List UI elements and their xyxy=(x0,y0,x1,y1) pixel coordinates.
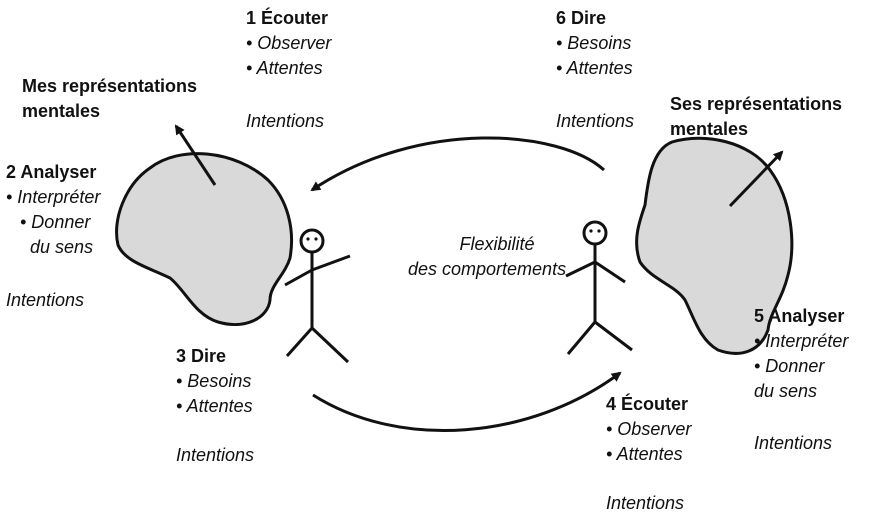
step-2-block: 2 Analyser • Interpréter • Donner du sen… xyxy=(6,160,100,260)
step-3-item-2: • Attentes xyxy=(176,396,253,416)
step-3-block: 3 Dire • Besoins • Attentes xyxy=(176,344,253,419)
right-title: Ses représentations mentales xyxy=(670,92,842,142)
center-label: Flexibilité des comportements xyxy=(408,232,566,282)
step-5-item-2: • Donner xyxy=(754,356,825,376)
left-person-figure xyxy=(284,228,351,364)
left-title: Mes représentations mentales xyxy=(22,74,197,124)
center-line2: des comportements xyxy=(408,259,567,279)
step-6-title: 6 Dire xyxy=(556,8,607,28)
step-1-block: 1 Écouter • Observer • Attentes xyxy=(246,6,331,81)
top-curved-arrow xyxy=(310,136,606,192)
step-5-block: 5 Analyser • Interpréter • Donner du sen… xyxy=(754,304,848,404)
right-head-shape xyxy=(635,136,794,355)
step-6-item-2: • Attentes xyxy=(556,58,633,78)
step-1-intentions: Intentions xyxy=(246,111,325,131)
step-5-intentions: Intentions xyxy=(754,433,833,453)
step-4-item-2: • Attentes xyxy=(606,444,683,464)
step-6-intentions: Intentions xyxy=(556,111,635,131)
step-3-title: 3 Dire xyxy=(176,346,227,366)
right-person-figure xyxy=(565,220,633,355)
right-title-line2: mentales xyxy=(670,119,749,139)
step-6-item-1: • Besoins xyxy=(556,33,632,53)
step-2-intentions: Intentions xyxy=(6,290,85,310)
left-title-line2: mentales xyxy=(22,101,101,121)
left-head-shape xyxy=(115,152,294,327)
step-5-item-3: du sens xyxy=(754,381,818,401)
right-head-arrow xyxy=(728,150,784,208)
step-3-intentions: Intentions xyxy=(176,445,255,465)
step-6-block: 6 Dire • Besoins • Attentes xyxy=(556,6,633,81)
step-1-item-1: • Observer xyxy=(246,33,332,53)
step-5-item-1: • Interpréter xyxy=(754,331,849,351)
step-2-item-2: • Donner xyxy=(20,212,91,232)
step-5-title: 5 Analyser xyxy=(754,306,845,326)
step-1-item-2: • Attentes xyxy=(246,58,323,78)
step-3-item-1: • Besoins xyxy=(176,371,252,391)
step-4-item-1: • Observer xyxy=(606,419,692,439)
step-4-block: 4 Écouter • Observer • Attentes xyxy=(606,392,691,467)
step-4-intentions: Intentions xyxy=(606,493,685,513)
step-2-item-3: du sens xyxy=(30,237,94,257)
bottom-curved-arrow xyxy=(312,371,622,433)
left-title-line1: Mes représentations xyxy=(22,76,198,96)
step-2-item-1: • Interpréter xyxy=(6,187,101,207)
center-line1: Flexibilité xyxy=(459,234,535,254)
step-4-title: 4 Écouter xyxy=(606,394,689,414)
right-title-line1: Ses représentations xyxy=(670,94,843,114)
left-head-arrow xyxy=(174,124,217,186)
step-2-title: 2 Analyser xyxy=(6,162,97,182)
step-1-title: 1 Écouter xyxy=(246,8,329,28)
